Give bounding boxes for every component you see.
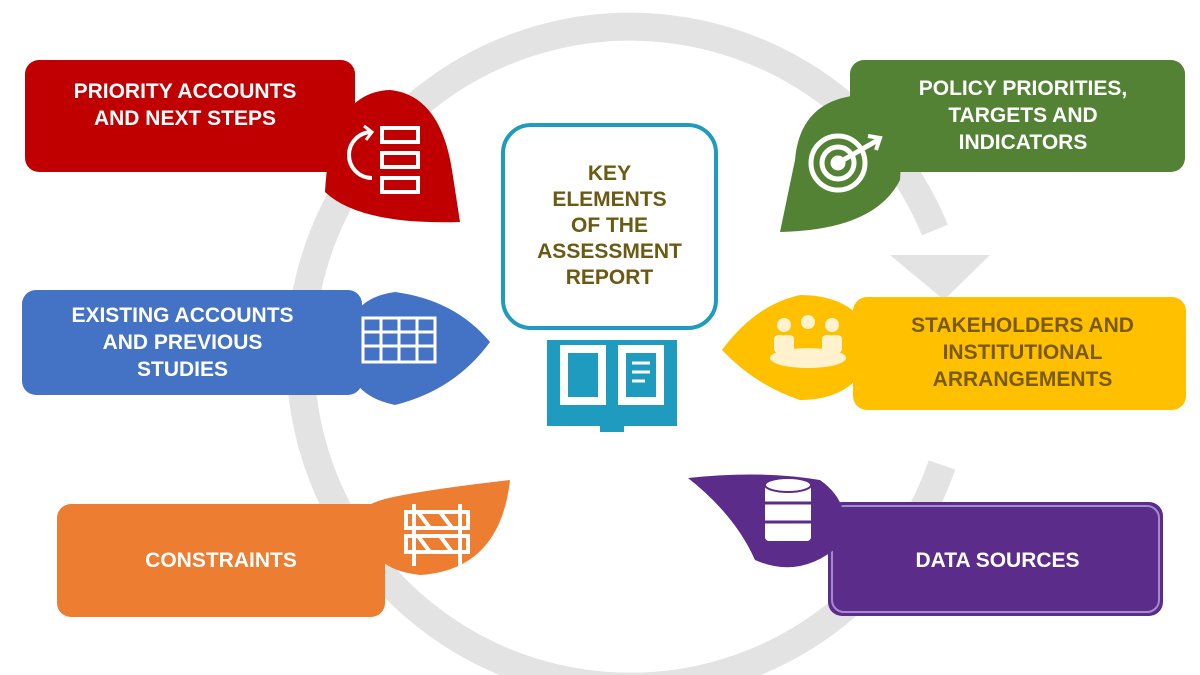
center-title: KEY ELEMENTS OF THE ASSESSMENT REPORT [537,162,682,289]
meeting-icon [770,315,846,368]
barrier-icon [404,504,470,566]
stakeholders-element-shape [722,295,1186,410]
priority-list-icon [347,124,420,194]
open-book-icon [547,340,677,432]
policy-element-shape [780,60,1185,232]
existing-element-shape [22,290,490,405]
cycle-arrowhead [890,255,990,300]
table-icon [361,316,437,364]
priority-element-shape [25,60,460,223]
data-element-shape [688,474,1163,616]
constraints-label: CONSTRAINTS [145,549,297,572]
existing-label: EXISTING ACCOUNTS AND PREVIOUS STUDIES [71,304,294,381]
target-icon [808,133,883,193]
center-element [501,123,718,432]
stakeholders-label: STAKEHOLDERS AND INSTITUTIONAL ARRANGEME… [911,314,1134,391]
policy-label: POLICY PRIORITIES, TARGETS AND INDICATOR… [918,76,1128,154]
constraints-element-shape [57,480,510,617]
database-icon [764,477,812,541]
priority-label: PRIORITY ACCOUNTS AND NEXT STEPS [73,80,297,130]
data-label: DATA SOURCES [915,548,1080,572]
